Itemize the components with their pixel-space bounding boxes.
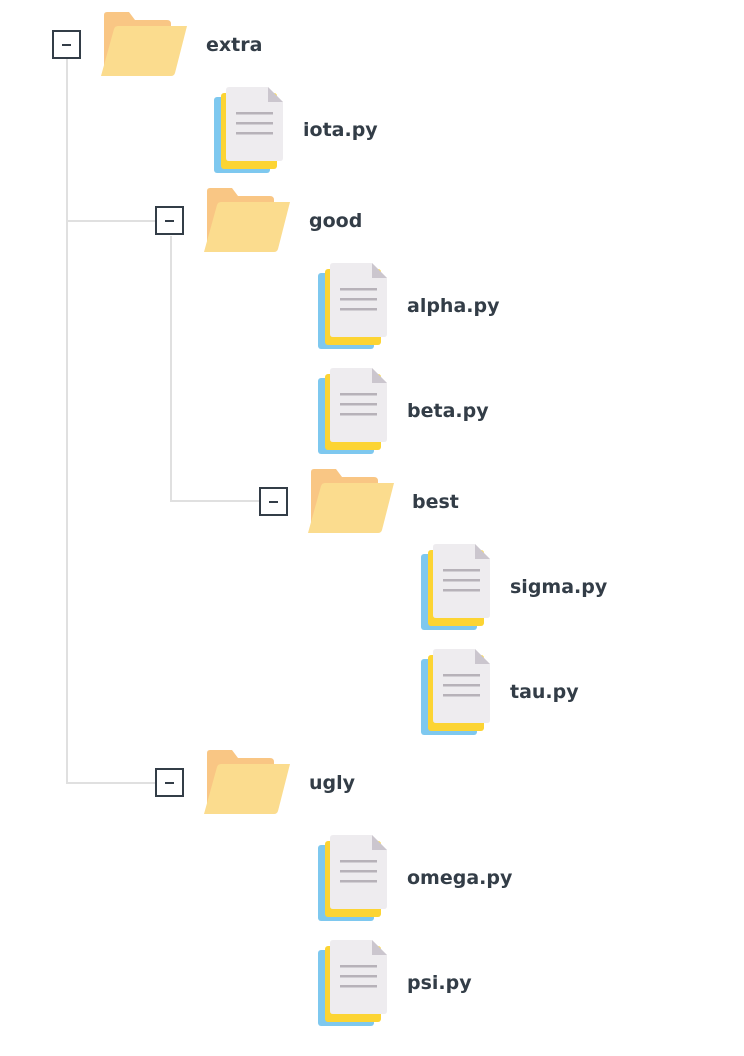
folder-icon[interactable]	[308, 469, 394, 533]
folder-icon[interactable]	[101, 12, 187, 76]
connector-extra-vertical	[66, 59, 68, 784]
node-label-good[interactable]: good	[309, 210, 363, 232]
node-label-iota[interactable]: iota.py	[303, 119, 378, 141]
node-label-omega[interactable]: omega.py	[407, 867, 513, 889]
node-label-ugly[interactable]: ugly	[309, 772, 356, 794]
node-label-extra[interactable]: extra	[206, 34, 263, 56]
node-label-sigma[interactable]: sigma.py	[510, 576, 608, 598]
python-file-icon[interactable]	[318, 263, 387, 349]
python-file-icon[interactable]	[318, 940, 387, 1026]
node-label-alpha[interactable]: alpha.py	[407, 295, 500, 317]
collapse-toggle-best[interactable]	[259, 487, 288, 516]
connector-good-vertical	[170, 236, 172, 502]
collapse-toggle-extra[interactable]	[52, 30, 81, 59]
connector-extra-to-ugly	[66, 782, 155, 784]
connector-extra-to-good	[66, 220, 155, 222]
collapse-toggle-ugly[interactable]	[155, 768, 184, 797]
folder-icon[interactable]	[204, 188, 290, 252]
node-label-best[interactable]: best	[412, 491, 459, 513]
python-file-icon[interactable]	[421, 544, 490, 630]
node-label-psi[interactable]: psi.py	[407, 972, 472, 994]
collapse-toggle-good[interactable]	[155, 206, 184, 235]
python-file-icon[interactable]	[318, 835, 387, 921]
python-file-icon[interactable]	[318, 368, 387, 454]
node-label-beta[interactable]: beta.py	[407, 400, 489, 422]
folder-icon[interactable]	[204, 750, 290, 814]
python-file-icon[interactable]	[214, 87, 283, 173]
connector-good-to-best	[170, 500, 259, 502]
python-file-icon[interactable]	[421, 649, 490, 735]
node-label-tau[interactable]: tau.py	[510, 681, 579, 703]
